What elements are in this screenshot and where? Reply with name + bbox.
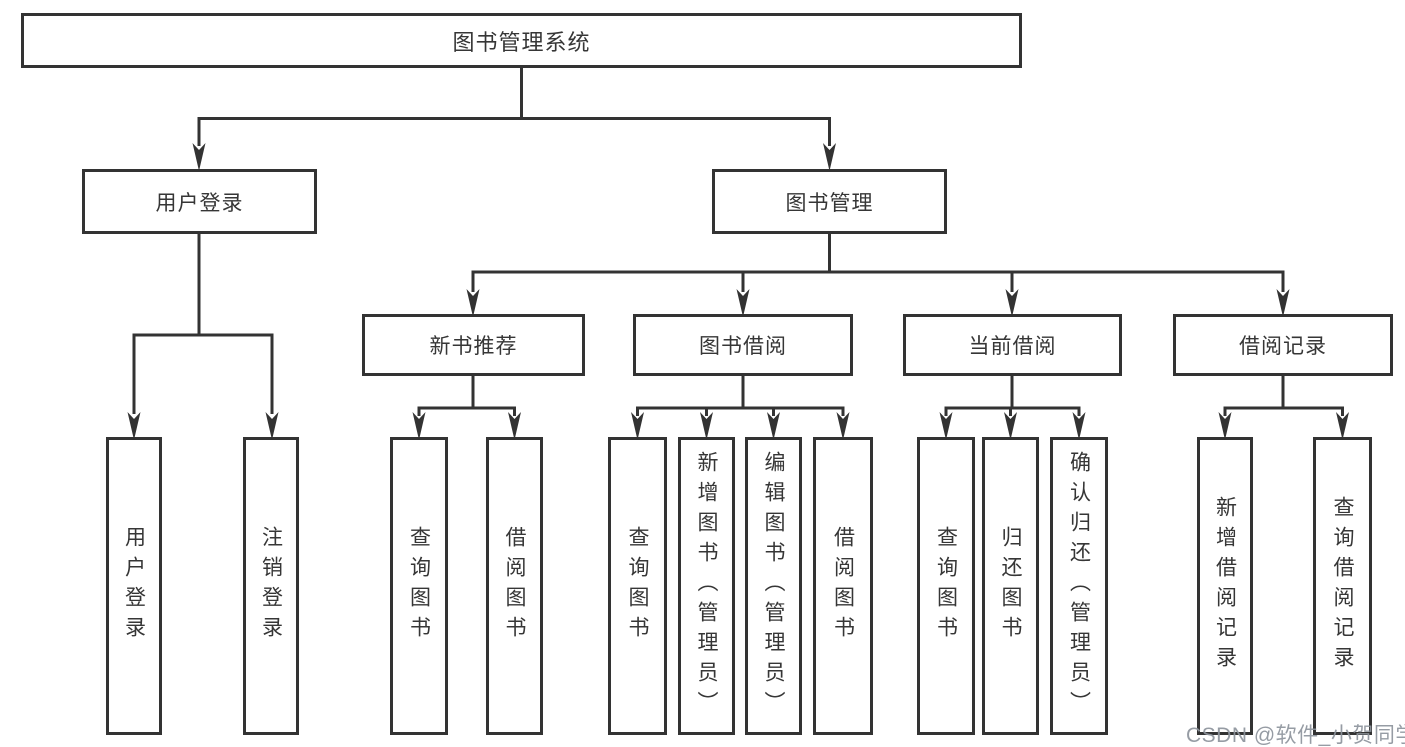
leaf-return-book: 归还图书 xyxy=(982,437,1039,735)
arrowhead-icon xyxy=(1336,412,1349,440)
leaf-query-books-recommend: 查询图书 xyxy=(390,437,448,735)
arrowhead-icon xyxy=(836,412,850,440)
arrowhead-icon xyxy=(466,289,480,317)
node-book-borrow-label: 图书借阅 xyxy=(699,335,787,358)
leaf-return-book-label: 归还图书 xyxy=(999,526,1022,646)
node-root: 图书管理系统 xyxy=(21,13,1022,68)
arrowhead-icon xyxy=(700,412,713,440)
node-book-management: 图书管理 xyxy=(712,169,947,234)
arrowhead-icon xyxy=(1072,412,1086,440)
leaf-add-borrow-record: 新增借阅记录 xyxy=(1197,437,1253,735)
arrowhead-icon xyxy=(736,289,750,317)
arrowhead-icon xyxy=(1218,412,1232,440)
leaf-query-books-current-label: 查询图书 xyxy=(934,526,958,646)
node-new-book-recommend: 新书推荐 xyxy=(362,314,585,376)
arrowhead-icon xyxy=(631,412,644,440)
leaf-query-books-borrow-label: 查询图书 xyxy=(626,526,649,646)
arrowhead-icon xyxy=(939,412,953,440)
leaf-user-login: 用户登录 xyxy=(106,437,162,735)
leaf-query-books-recommend-label: 查询图书 xyxy=(407,526,431,646)
leaf-query-books-borrow: 查询图书 xyxy=(608,437,667,735)
arrowhead-icon xyxy=(1004,412,1017,440)
leaf-edit-book-admin-label: 编辑图书（管理员） xyxy=(762,451,785,721)
leaf-edit-book-admin: 编辑图书（管理员） xyxy=(745,437,802,735)
arrowhead-icon xyxy=(767,412,780,440)
arrowhead-icon xyxy=(412,412,426,440)
arrowhead-icon xyxy=(823,143,836,171)
leaf-borrow-books-borrow-label: 借阅图书 xyxy=(831,526,855,646)
node-current-borrow-label: 当前借阅 xyxy=(968,335,1057,358)
leaf-user-login-label: 用户登录 xyxy=(122,526,146,646)
leaf-query-borrow-record-label: 查询借阅记录 xyxy=(1331,496,1354,676)
node-user-login: 用户登录 xyxy=(82,169,317,234)
leaf-add-book-admin: 新增图书（管理员） xyxy=(678,437,735,735)
node-user-login-label: 用户登录 xyxy=(155,191,244,215)
leaf-logout: 注销登录 xyxy=(243,437,299,735)
leaf-borrow-books-borrow: 借阅图书 xyxy=(813,437,873,735)
arrowhead-icon xyxy=(1005,289,1019,317)
leaf-query-borrow-record: 查询借阅记录 xyxy=(1313,437,1372,735)
node-borrow-records: 借阅记录 xyxy=(1173,314,1393,376)
arrowhead-icon xyxy=(192,143,206,171)
arrowhead-icon xyxy=(1276,289,1290,317)
node-current-borrow: 当前借阅 xyxy=(903,314,1122,376)
leaf-confirm-return-admin: 确认归还（管理员） xyxy=(1050,437,1108,735)
leaf-query-books-current: 查询图书 xyxy=(917,437,975,735)
node-book-borrow: 图书借阅 xyxy=(633,314,853,376)
leaf-logout-label: 注销登录 xyxy=(259,526,283,646)
leaf-add-book-admin-label: 新增图书（管理员） xyxy=(695,451,718,721)
leaf-borrow-books-recommend-label: 借阅图书 xyxy=(503,526,526,646)
node-new-book-recommend-label: 新书推荐 xyxy=(429,335,518,358)
node-borrow-records-label: 借阅记录 xyxy=(1239,335,1327,358)
node-root-label: 图书管理系统 xyxy=(452,29,591,55)
arrowhead-icon xyxy=(265,412,279,440)
leaf-confirm-return-admin-label: 确认归还（管理员） xyxy=(1067,451,1091,721)
arrowhead-icon xyxy=(127,412,141,440)
leaf-borrow-books-recommend: 借阅图书 xyxy=(486,437,543,735)
arrowhead-icon xyxy=(508,412,521,440)
node-book-management-label: 图书管理 xyxy=(785,191,874,215)
leaf-add-borrow-record-label: 新增借阅记录 xyxy=(1213,496,1237,676)
csdn-watermark: CSDN @软件_小贺同学 xyxy=(1186,724,1405,747)
